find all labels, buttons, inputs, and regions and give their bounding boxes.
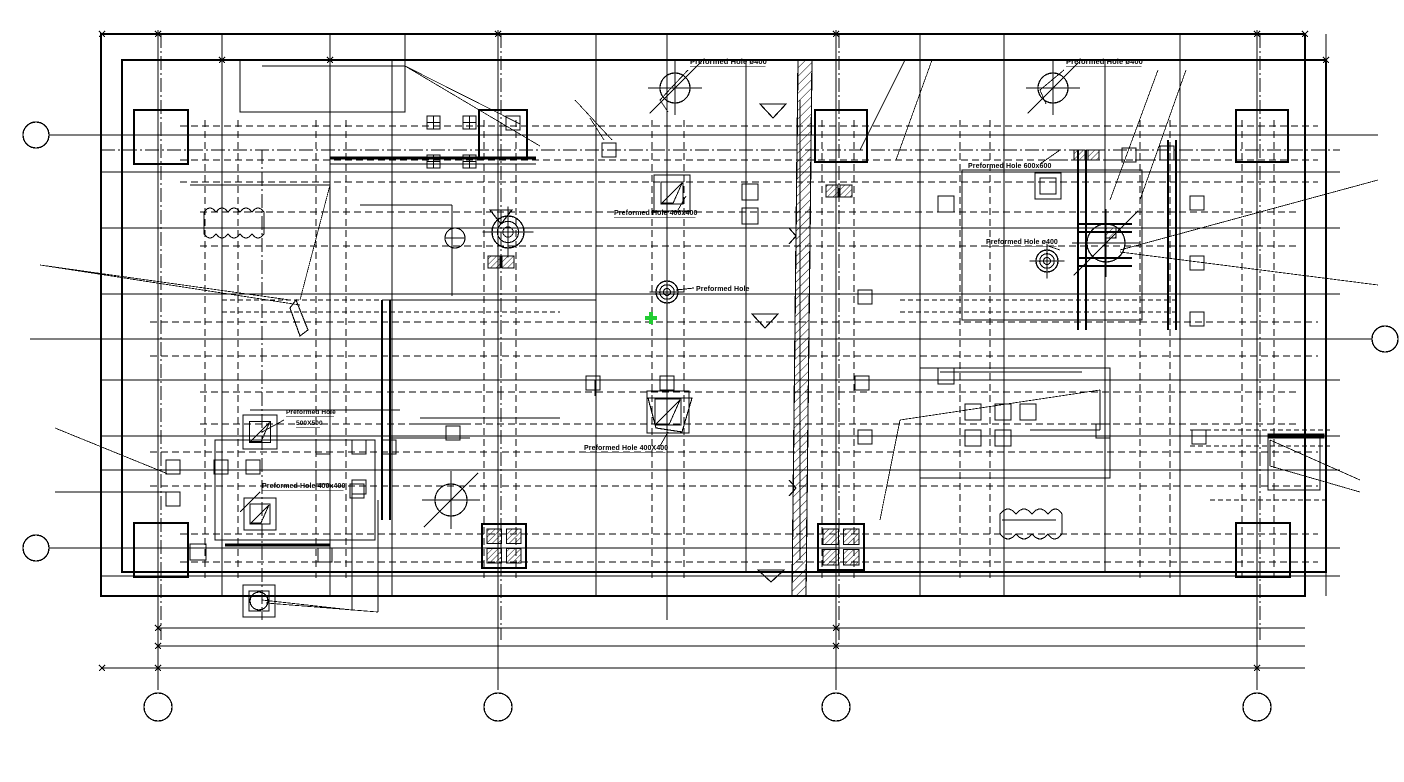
freeform-shapes: [203, 207, 1063, 540]
annotation-text: Preformed Hole ø400: [986, 239, 1058, 246]
annotation-leader: [659, 431, 669, 447]
hole-detail[interactable]: [1029, 243, 1065, 279]
annotation-leader: [261, 419, 285, 433]
snap-marker-icon: [645, 312, 657, 324]
column[interactable]: [133, 522, 189, 578]
annotation-leader: [659, 69, 689, 113]
hole-detail[interactable]: [1071, 208, 1141, 278]
section-arrow-marks: [488, 103, 797, 583]
hole-detail[interactable]: [242, 414, 278, 450]
center-lines: [101, 34, 1340, 640]
annotation-text: Preformed Hole ø400: [690, 57, 767, 66]
column[interactable]: [478, 109, 528, 159]
column[interactable]: [1235, 522, 1291, 578]
annotation-text: Preformed Hole 400x400: [614, 210, 698, 217]
annotation[interactable]: Preformed Hole 400X400: [584, 431, 669, 453]
grid-bubble[interactable]: [1371, 325, 1399, 353]
grid-bubble[interactable]: [821, 692, 851, 722]
rebar-markers: [165, 115, 1207, 563]
grid-bubble[interactable]: [483, 692, 513, 722]
hole-detail[interactable]: [422, 471, 480, 529]
hole-detail[interactable]: [653, 174, 691, 212]
grid-bubbles-layer: [22, 121, 1399, 722]
annotation-leader: [1039, 69, 1065, 105]
annotation[interactable]: Preformed Hole 400x400: [239, 483, 346, 513]
cursor-snap-marker: [645, 312, 657, 324]
annotation[interactable]: Preformed Hole: [261, 409, 336, 433]
hole-detail[interactable]: [649, 274, 685, 310]
annotation-text: Preformed Hole 400x400: [262, 483, 346, 490]
hole-detail[interactable]: [646, 390, 690, 434]
hole-details-layer: [242, 61, 1141, 618]
annotation-leader: [677, 195, 687, 211]
hole-detail[interactable]: [648, 61, 702, 115]
grid-bubble[interactable]: [143, 692, 173, 722]
annotation-text: 500X500: [296, 420, 323, 427]
annotation-text: Preformed Hole: [286, 409, 336, 416]
annotation-leader: [1047, 245, 1061, 251]
annotation[interactable]: Preformed Hole 600x600: [968, 149, 1061, 171]
annotation-text: Preformed Hole ø400: [1066, 57, 1143, 66]
annotation-leader: [675, 287, 695, 291]
grid-bubble[interactable]: [22, 121, 50, 149]
grid-bubble[interactable]: [1242, 692, 1272, 722]
dimension-ticks: [98, 30, 1330, 672]
annotation[interactable]: Preformed Hole ø400: [1039, 57, 1143, 105]
hole-detail[interactable]: [1026, 61, 1080, 115]
hole-detail[interactable]: [482, 206, 534, 258]
column[interactable]: [817, 523, 865, 571]
annotation[interactable]: Preformed Hole ø400: [986, 239, 1061, 251]
leader-lines: [39, 59, 1379, 613]
annotation[interactable]: Preformed Hole: [675, 286, 750, 293]
annotation-text: Preformed Hole 600x600: [968, 163, 1052, 170]
annotation-leader: [1039, 149, 1061, 165]
annotation-text: Preformed Hole 400X400: [584, 445, 668, 452]
inner-partitions: [122, 34, 1325, 541]
hole-detail[interactable]: [1034, 172, 1062, 200]
hatched-expansion-joint: [791, 59, 813, 597]
hole-detail[interactable]: [444, 227, 466, 249]
column[interactable]: [1235, 109, 1289, 163]
columns-layer: [133, 109, 1291, 578]
column[interactable]: [133, 109, 189, 165]
annotation[interactable]: Preformed Hole ø400: [659, 57, 767, 113]
beam-dashed-lines: [150, 120, 1318, 580]
grid-bubble[interactable]: [22, 534, 50, 562]
annotation[interactable]: 500X500: [296, 420, 323, 428]
annotation-text: Preformed Hole: [696, 286, 750, 293]
hole-detail[interactable]: [242, 584, 276, 618]
annotation[interactable]: Preformed Hole 400x400: [614, 195, 698, 218]
column[interactable]: [814, 109, 868, 163]
hole-detail[interactable]: [243, 497, 277, 531]
column[interactable]: [481, 523, 527, 569]
annotation-leader: [239, 491, 261, 513]
